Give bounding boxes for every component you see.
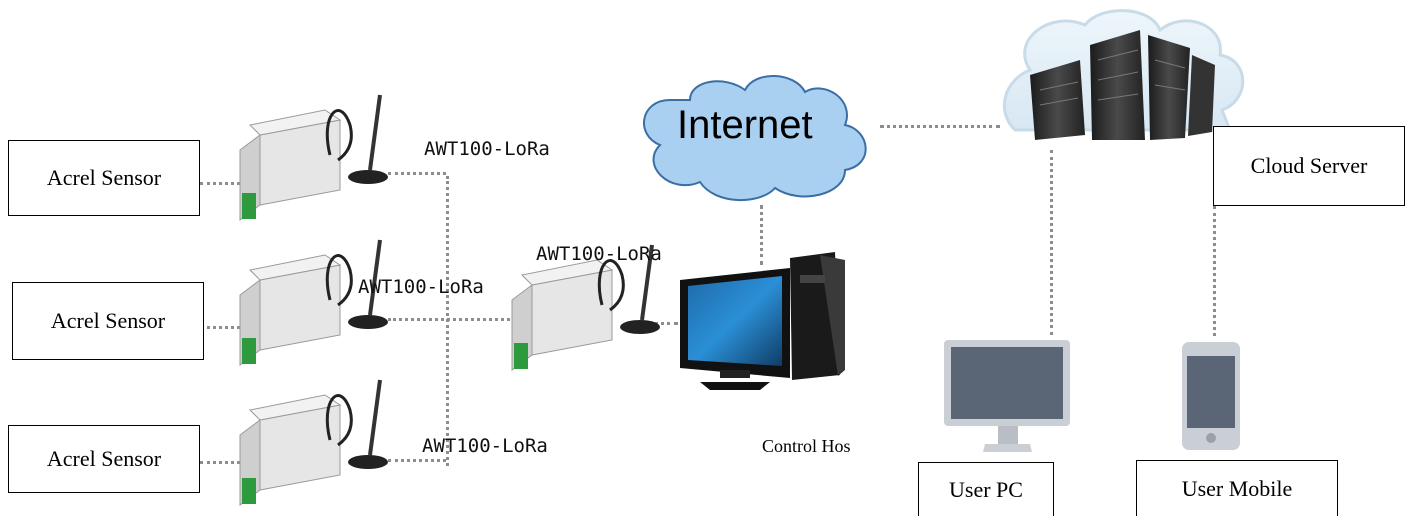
user-pc-monitor-icon — [944, 340, 1070, 452]
link-module1-bus — [388, 172, 446, 175]
cloud-server-label: Cloud Server — [1250, 153, 1368, 178]
link-sensor2-module2 — [200, 326, 240, 329]
sensor-box-3: Acrel Sensor — [8, 425, 200, 493]
link-internet-cloud — [880, 125, 1000, 128]
user-mobile-label: User Mobile — [1181, 475, 1293, 501]
cloud-server-icon — [1002, 9, 1245, 140]
link-sensor3-module3 — [200, 461, 240, 464]
user-mobile-box: User Mobile — [1136, 460, 1338, 516]
module-label-3: AWT100-LoRa — [422, 435, 548, 457]
cloud-server-box: Cloud Server — [1213, 126, 1405, 206]
internet-cloud-icon — [643, 75, 867, 201]
sensor-box-2: Acrel Sensor — [12, 282, 204, 360]
lora-module-gateway — [511, 244, 660, 371]
user-pc-box: User PC — [918, 462, 1054, 516]
sensor-label: Acrel Sensor — [46, 446, 162, 471]
lora-module-3 — [239, 379, 388, 506]
internet-label: Internet — [677, 103, 813, 147]
lora-module-1 — [239, 94, 388, 221]
module-label-2: AWT100-LoRa — [358, 276, 484, 298]
sensor-box-1: Acrel Sensor — [8, 140, 200, 216]
link-cloud-usermobile — [1213, 206, 1216, 336]
lora-module-2 — [239, 239, 388, 366]
bus-vertical — [446, 176, 449, 466]
link-cloud-userpc — [1050, 150, 1053, 335]
control-host-label: Control Hos — [762, 436, 851, 456]
link-sensor1-module1 — [200, 182, 240, 185]
link-module2-bus — [388, 318, 528, 321]
module-label-1: AWT100-LoRa — [424, 138, 550, 160]
sensor-label: Acrel Sensor — [50, 308, 166, 333]
user-pc-label: User PC — [949, 476, 1023, 502]
sensor-label: Acrel Sensor — [46, 165, 162, 190]
link-gateway-host — [648, 322, 678, 325]
link-host-internet — [760, 205, 763, 265]
user-mobile-phone-icon — [1182, 342, 1240, 450]
module-label-gateway: AWT100-LoRa — [536, 243, 662, 265]
link-module3-bus — [388, 459, 446, 462]
control-host-computer-icon — [680, 252, 845, 390]
